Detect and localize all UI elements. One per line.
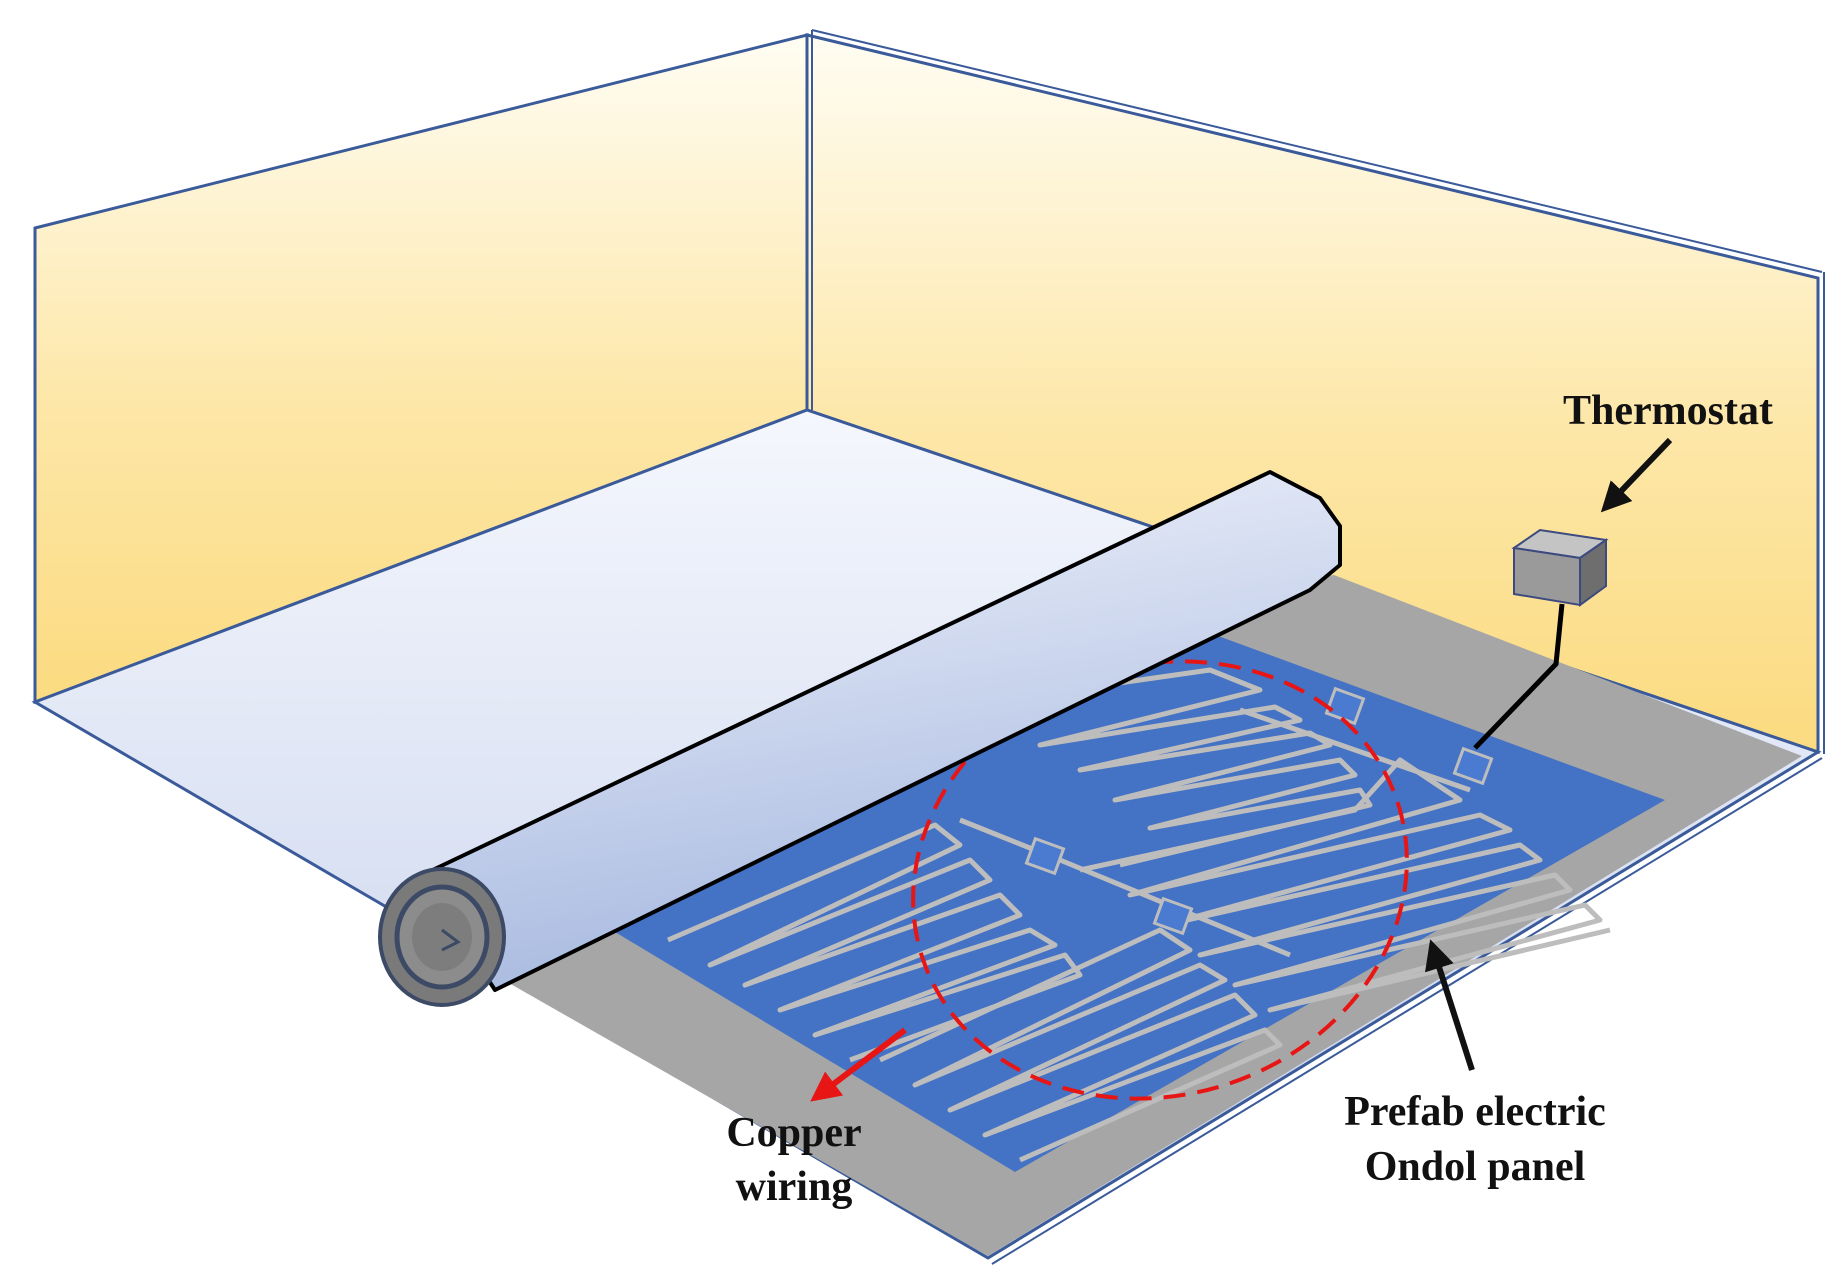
thermostat-box-icon: [1511, 528, 1609, 607]
thermostat-cable: [1473, 603, 1565, 750]
copper-wiring: [667, 667, 1611, 1163]
panel-label-line1: Prefab electric: [1344, 1089, 1606, 1135]
floor-covering-roll-icon: [378, 470, 1342, 1007]
thermostat-label: Thermostat: [1563, 388, 1773, 434]
copper-wiring-label-line1: Copper: [726, 1110, 861, 1156]
panel-arrow: [1425, 939, 1475, 1071]
wiring-junction-1: [1324, 686, 1366, 726]
right-wall-top-edge: [811, 29, 1823, 273]
wiring-junction-3: [1024, 836, 1066, 876]
wiring-junction-4: [1152, 896, 1194, 936]
thermostat-arrow: [1600, 437, 1673, 513]
heating-panel: [545, 633, 1665, 1172]
wiring-junction-2: [1452, 746, 1494, 786]
copper-wiring-label-line2: wiring: [736, 1164, 853, 1210]
floor-edge-double: [991, 757, 1823, 1265]
panel-label-line2: Ondol panel: [1365, 1144, 1586, 1190]
copper-wiring-arrow: [810, 1027, 907, 1102]
